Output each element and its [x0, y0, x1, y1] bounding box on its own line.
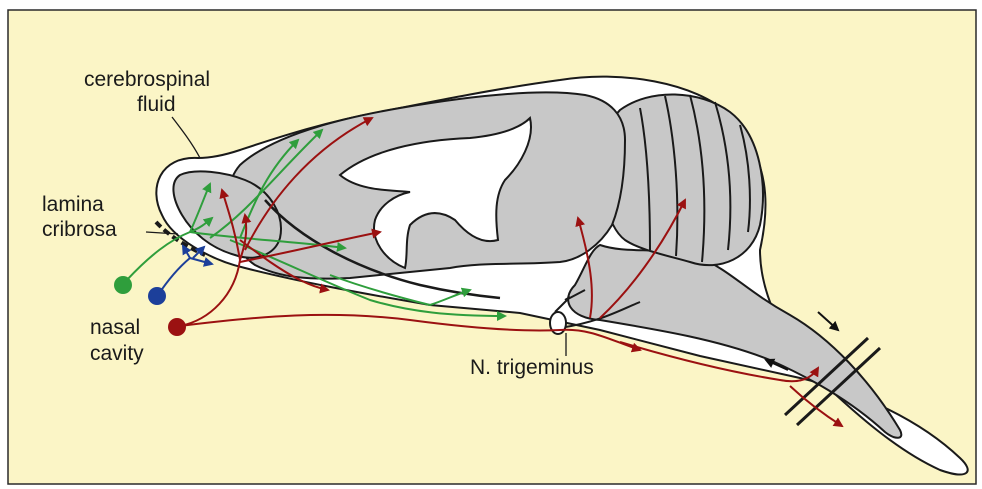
- nasal-label-line2: cavity: [90, 342, 144, 365]
- lamina-label-line2: cribrosa: [42, 218, 117, 241]
- red-origin-dot: [168, 318, 186, 336]
- green-origin-dot: [114, 276, 132, 294]
- cerebellum: [603, 94, 763, 265]
- csf-label-line1: cerebrospinal: [84, 68, 210, 91]
- nasal-label-line1: nasal: [90, 316, 140, 339]
- lamina-label-line1: lamina: [42, 193, 104, 216]
- csf-label-line2: fluid: [137, 93, 176, 116]
- blue-origin-dot: [148, 287, 166, 305]
- trigeminus-label: N. trigeminus: [470, 356, 594, 379]
